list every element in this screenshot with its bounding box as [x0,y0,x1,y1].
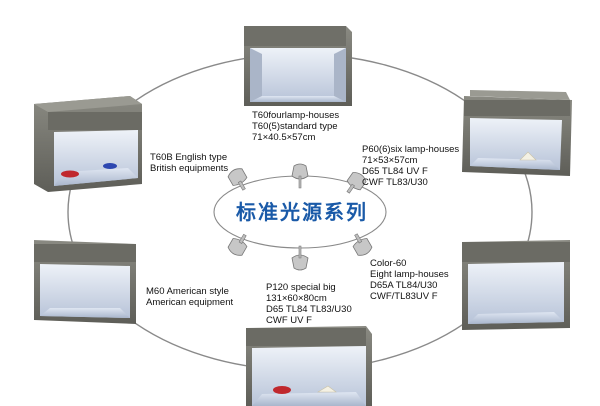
label-m60: M60 American style American equipment [146,286,233,308]
label-line: 71×53×57cm [362,155,418,166]
label-line: CWF/TL83UV F [370,291,438,302]
hand-icon [346,172,367,194]
cabinet-p60 [462,90,572,176]
label-line: 131×60×80cm [266,293,327,304]
label-p120: P120 special big 131×60×80cm D65 TL84 TL… [266,282,352,326]
center-title: 标准光源系列 [236,200,368,224]
cabinet-color60 [462,240,570,330]
label-line: T60B English type [150,152,228,163]
hand-icon [291,163,309,189]
label-t60b: T60B English type British equipments [150,152,228,174]
label-color60: Color-60 Eight lamp-houses D65A TL84/U30… [370,258,449,302]
label-line: D65 TL84 TL83/U30 [266,304,352,315]
cabinet-t60b [34,96,142,192]
label-line: M60 American style [146,286,229,297]
label-line: P120 special big [266,282,336,293]
label-line: Eight lamp-houses [370,269,449,280]
cabinet-m60 [34,240,136,324]
label-line: 71×40.5×57cm [252,132,316,143]
cabinet-p120 [246,326,372,406]
label-line: D65A TL84/U30 [370,280,438,291]
label-p60: P60(6)six lamp-houses 71×53×57cm D65 TL8… [362,144,459,188]
hand-icon [352,233,373,256]
hand-icon [227,168,248,191]
label-line: T60fourlamp-houses [252,110,340,121]
cabinet-t60 [244,26,352,106]
hand-icon [227,233,248,256]
label-line: CWF UV F [266,315,312,326]
label-line: T60(5)standard type [252,121,338,132]
label-line: D65 TL84 UV F [362,166,428,177]
hand-icon [291,245,309,271]
label-line: P60(6)six lamp-houses [362,144,460,155]
label-line: Color-60 [370,258,407,269]
label-t60: T60fourlamp-houses T60(5)standard type 7… [252,110,339,143]
label-line: American equipment [146,297,234,308]
label-line: British equipments [150,163,229,174]
label-line: CWF TL83/U30 [362,177,428,188]
